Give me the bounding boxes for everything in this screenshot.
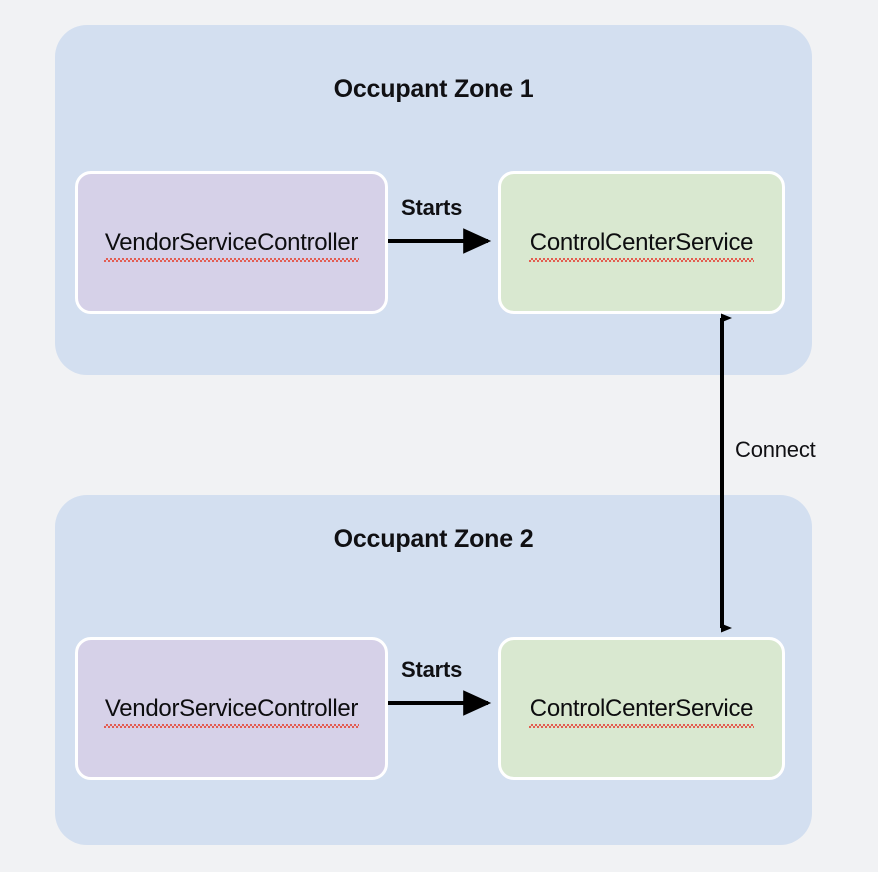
zone-title-1: Occupant Zone 1 <box>333 75 534 103</box>
zone-title-2: Occupant Zone 2 <box>333 525 534 553</box>
node-vendor-service-controller-1[interactable]: VendorServiceController <box>75 171 388 314</box>
edge-label-starts-1: Starts <box>401 195 463 220</box>
node-label-vendor-service-controller-1: VendorServiceController <box>103 228 360 262</box>
node-control-center-service-1[interactable]: ControlCenterService <box>498 171 785 314</box>
node-label-control-center-service-1: ControlCenterService <box>528 228 755 262</box>
edge-label-starts-2: Starts <box>401 657 463 682</box>
node-label-control-center-service-2: ControlCenterService <box>528 694 755 728</box>
node-label-vendor-service-controller-2: VendorServiceController <box>103 694 360 728</box>
node-vendor-service-controller-2[interactable]: VendorServiceController <box>75 637 388 780</box>
edge-label-connect: Connect <box>735 437 816 462</box>
node-control-center-service-2[interactable]: ControlCenterService <box>498 637 785 780</box>
